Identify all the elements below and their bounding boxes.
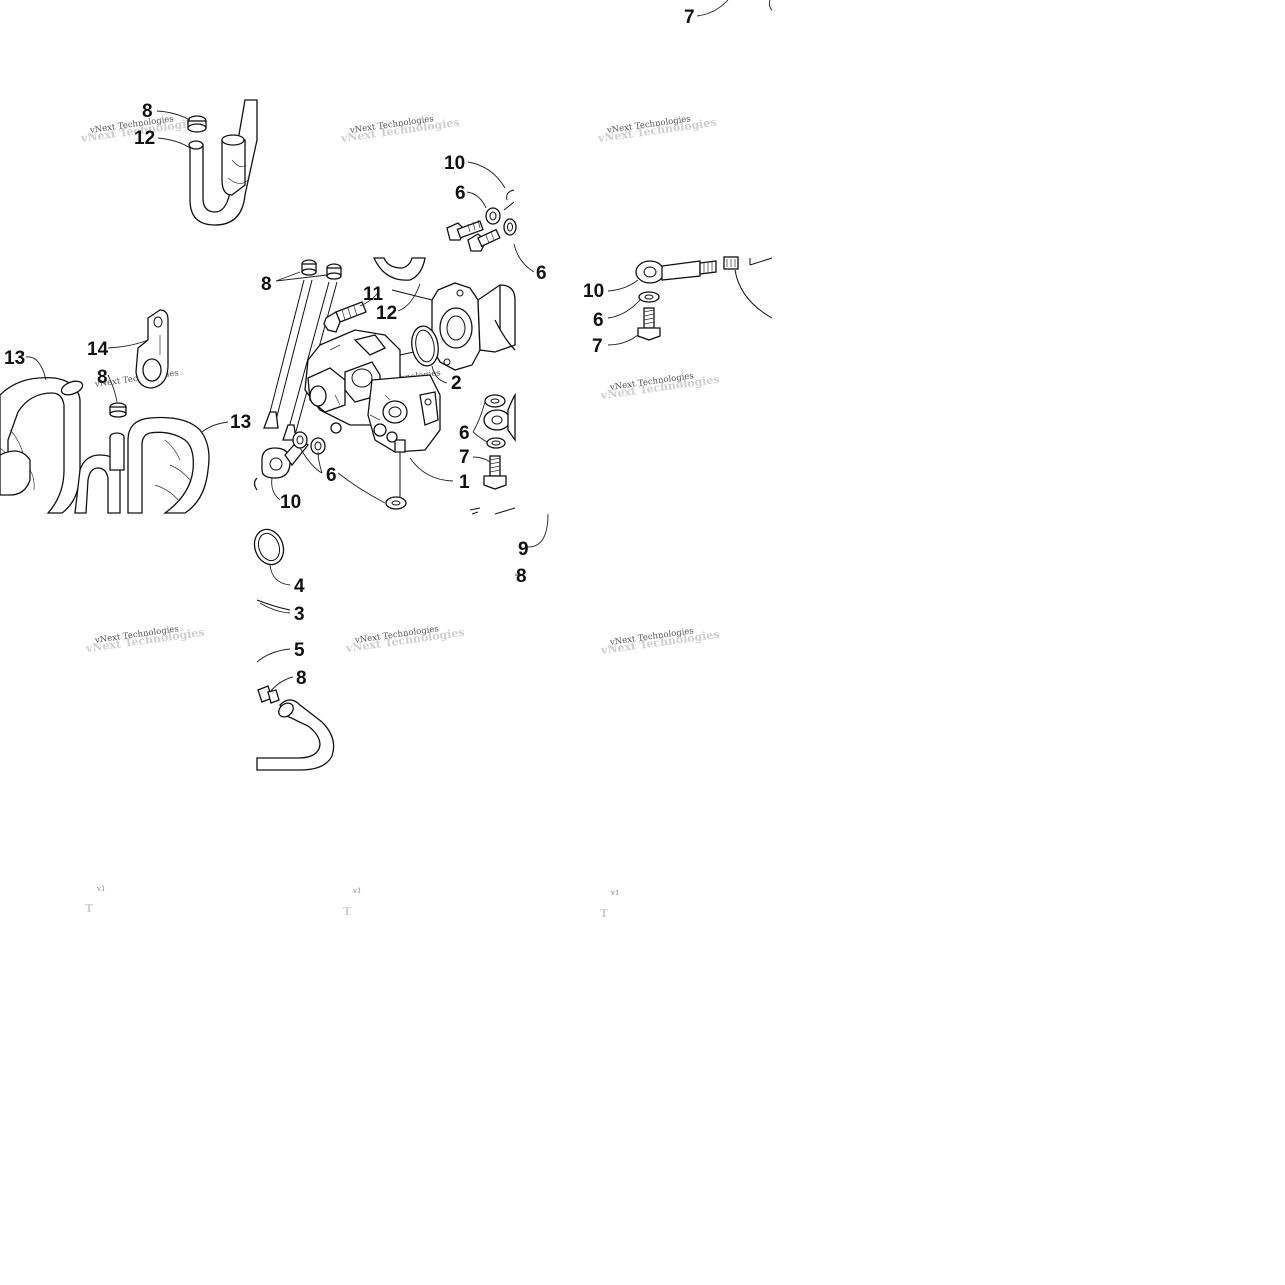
hose-12 — [372, 257, 426, 281]
callout-13: 13 — [4, 348, 25, 369]
bolt-7 — [637, 307, 661, 341]
callout-1: 1 — [459, 472, 470, 493]
bolt-pair — [446, 219, 501, 252]
washer-6 — [310, 437, 326, 455]
washer-6 — [485, 207, 501, 225]
callout-10: 10 — [280, 492, 301, 513]
callout-3: 3 — [294, 604, 305, 625]
tile-right-mid — [635, 256, 773, 341]
callout-6: 6 — [536, 263, 547, 284]
washer-6 — [484, 394, 506, 408]
leader-lines — [25, 110, 641, 693]
hose-clamp — [109, 402, 127, 418]
callout-9: 9 — [518, 539, 529, 560]
tile-center-bottom — [253, 528, 335, 771]
tile-top-right-fragment — [696, 0, 773, 17]
callout-14: 14 — [87, 339, 109, 360]
callout-8: 8 — [261, 274, 272, 295]
hose-clamp — [301, 259, 317, 276]
callout-7: 7 — [459, 447, 470, 468]
hose-clamp — [326, 263, 342, 280]
callout-4: 4 — [294, 576, 305, 597]
callout-8: 8 — [142, 101, 153, 122]
hose-clamp — [187, 115, 207, 133]
banjo-fitting — [483, 392, 516, 443]
hose-clamp — [257, 685, 280, 704]
washer-6 — [503, 218, 517, 236]
hose-13 — [74, 454, 121, 514]
watermark-fragment: v1 — [610, 889, 619, 897]
callout-13: 13 — [230, 412, 251, 433]
callout-2: 2 — [451, 373, 462, 394]
callout-10: 10 — [444, 153, 465, 174]
tile-center — [253, 257, 516, 515]
pump-housing — [391, 282, 516, 371]
callout-8: 8 — [296, 668, 307, 689]
watermark-fragment: v1 — [352, 887, 361, 895]
callout-6: 6 — [326, 465, 337, 486]
washer-6 — [292, 431, 308, 449]
tile-top-left — [187, 99, 258, 226]
washer-6 — [486, 437, 506, 449]
watermarks: vNext Technologies vNext Technologies vN… — [79, 114, 720, 920]
callout-10: 10 — [583, 281, 604, 302]
callouts: 7 8 12 10 6 6 8 11 12 10 6 7 13 14 8 2 1… — [4, 7, 695, 689]
hose-clamp — [723, 256, 739, 270]
o-ring-2 — [411, 325, 439, 367]
bracket-14 — [135, 309, 169, 389]
callout-7: 7 — [592, 336, 603, 357]
watermark-ghost: T — [343, 905, 352, 918]
tile-left-mid — [0, 309, 210, 514]
callout-6: 6 — [459, 423, 470, 444]
washer-6 — [385, 496, 407, 510]
hose-5 — [256, 699, 335, 771]
callout-7: 7 — [684, 7, 695, 28]
banjo-fitting-10 — [635, 260, 717, 284]
bolt-7 — [483, 455, 507, 490]
washer-6 — [638, 291, 660, 303]
o-ring-4 — [253, 528, 285, 566]
watermark-ghost: T — [85, 902, 94, 915]
watermark-fragment: v1 — [96, 885, 105, 893]
watermark-ghost: T — [600, 907, 609, 920]
hose-12 — [189, 99, 258, 226]
callout-8: 8 — [97, 367, 108, 388]
bolt-11 — [323, 301, 367, 333]
callout-6: 6 — [593, 310, 604, 331]
callout-12: 12 — [376, 303, 397, 324]
callout-6: 6 — [455, 183, 466, 204]
callout-8: 8 — [516, 566, 527, 587]
callout-11: 11 — [363, 284, 384, 305]
callout-5: 5 — [294, 640, 305, 661]
callout-12: 12 — [134, 128, 155, 149]
tile-center-top — [446, 189, 517, 252]
pump-body-1 — [304, 329, 441, 498]
